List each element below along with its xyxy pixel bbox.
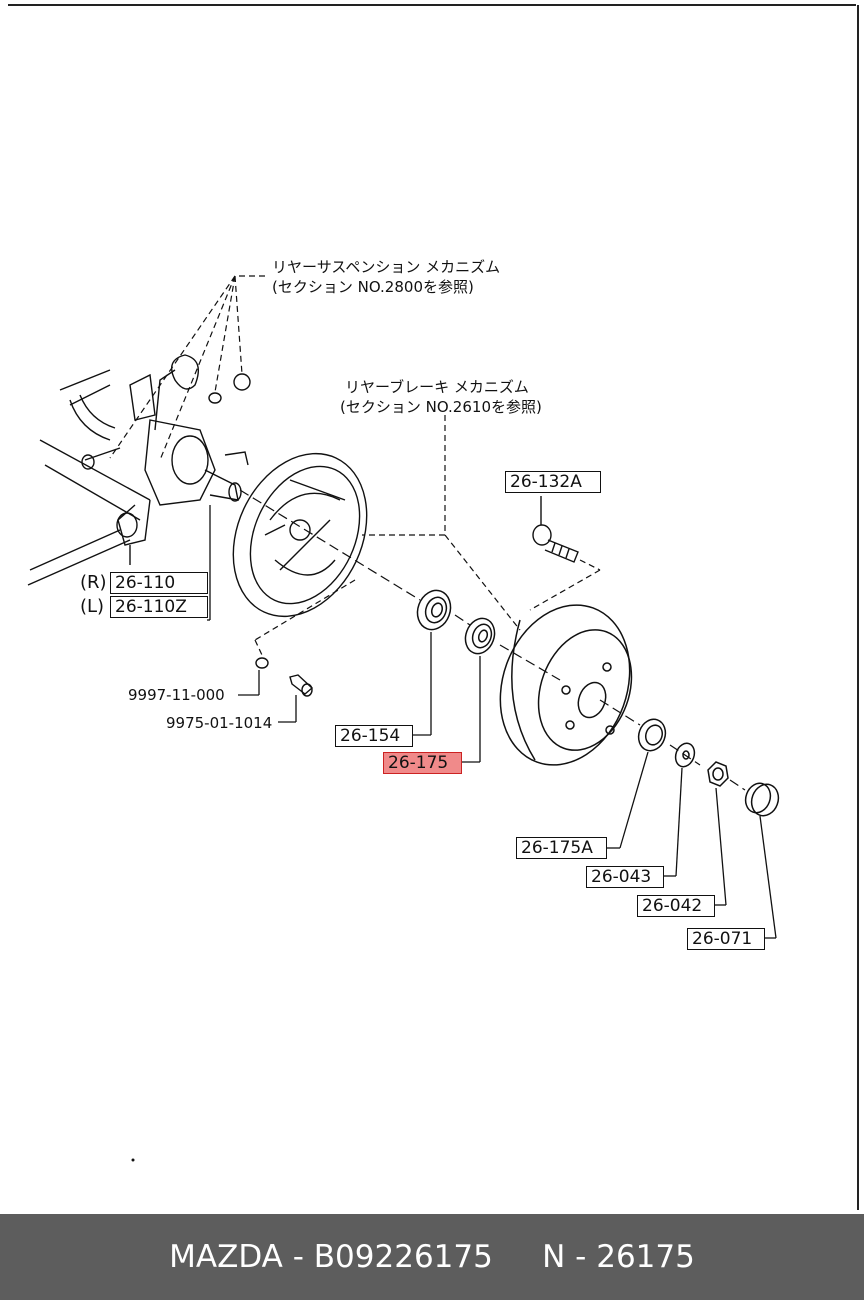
diagram-drawing	[8, 4, 859, 1210]
footer-bar: MAZDA - B09226175 N - 26175	[0, 1214, 864, 1300]
washer	[674, 742, 696, 768]
bearing-outer	[416, 589, 452, 631]
callout-washer[interactable]: 26-043	[586, 866, 664, 888]
stray-dot	[131, 1158, 135, 1162]
footer-ref-prefix: N	[542, 1239, 566, 1275]
callout-cap[interactable]: 26-071	[687, 928, 765, 950]
suspension-note-line1: リヤーサスペンション メカニズム	[272, 258, 501, 276]
footer-gap	[493, 1239, 542, 1275]
side-label-left: (L)	[80, 596, 105, 617]
footer-part-code: B09226175	[313, 1239, 493, 1275]
suspension-leaders	[109, 275, 265, 461]
brake-note-line1: リヤーブレーキ メカニズム	[345, 378, 529, 396]
callout-nut[interactable]: 26-042	[637, 895, 715, 917]
page-border	[8, 4, 859, 1210]
callout-bearing-outer[interactable]: 26-154	[335, 725, 413, 747]
footer-separator-2: -	[565, 1239, 597, 1275]
suspension-note-line2: (セクション NO.2800を参照)	[272, 278, 474, 296]
bearing-inner	[464, 617, 496, 655]
knuckle-assembly	[27, 354, 251, 586]
label-bolt-small[interactable]: 9975-01-1014	[166, 714, 273, 732]
footer-ref-number: 26175	[596, 1239, 695, 1275]
brake-leaders	[254, 415, 601, 656]
leader-lines	[207, 505, 777, 939]
side-label-right: (R)	[80, 572, 107, 593]
hub-nut	[707, 761, 729, 787]
callout-bearing-inner-highlighted[interactable]: 26-175	[383, 752, 462, 774]
footer-brand: MAZDA	[169, 1239, 283, 1275]
grease-cap	[744, 782, 780, 817]
brake-note-line2: (セクション NO.2610を参照)	[340, 398, 542, 416]
callout-bearing-a[interactable]: 26-175A	[516, 837, 607, 859]
parts-diagram: リヤーサスペンション メカニズム (セクション NO.2800を参照) リヤーブ…	[8, 4, 859, 1210]
small-fasteners	[255, 657, 314, 697]
brake-drum	[499, 604, 633, 766]
callout-knuckle-l[interactable]: 26-110Z	[110, 596, 208, 618]
callout-bolt[interactable]: 26-132A	[505, 471, 601, 493]
label-washer-small[interactable]: 9997-11-000	[128, 686, 225, 704]
callout-knuckle-r[interactable]: 26-110	[110, 572, 208, 594]
hub-bolt	[532, 496, 579, 563]
footer-separator: -	[282, 1239, 314, 1275]
bearing-a	[637, 718, 667, 752]
